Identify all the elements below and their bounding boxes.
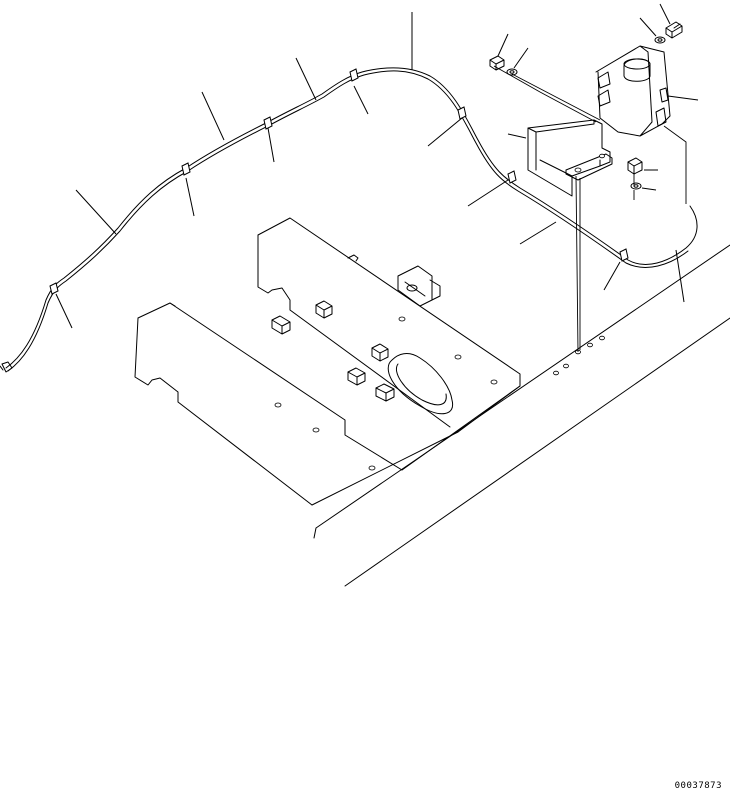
base-line-upper bbox=[313, 244, 730, 539]
bolt-top-right bbox=[665, 21, 683, 39]
tank-bracket bbox=[527, 119, 613, 353]
frame bbox=[134, 217, 730, 587]
hose-clamps bbox=[49, 68, 629, 295]
fasteners bbox=[489, 21, 683, 200]
washer-top-right bbox=[654, 36, 666, 44]
drawing-number: 00037873 bbox=[674, 781, 722, 791]
hose-line bbox=[5, 67, 698, 369]
oval-cutout bbox=[387, 353, 454, 415]
rail-bracket bbox=[397, 265, 441, 307]
washer-tank bbox=[595, 45, 687, 204]
washer-hose bbox=[0, 67, 698, 373]
base-line-lower bbox=[344, 317, 730, 587]
right-frame-rail bbox=[257, 217, 521, 433]
washer-right bbox=[630, 182, 642, 190]
left-frame-rail bbox=[134, 302, 403, 506]
tank-cap bbox=[623, 58, 651, 82]
mount-blocks bbox=[271, 254, 395, 402]
hose-nozzle bbox=[0, 361, 13, 373]
bolt-right bbox=[627, 157, 643, 186]
callout-leaders bbox=[55, 3, 699, 329]
washer-top-middle bbox=[506, 68, 518, 76]
mount-holes bbox=[274, 316, 605, 471]
